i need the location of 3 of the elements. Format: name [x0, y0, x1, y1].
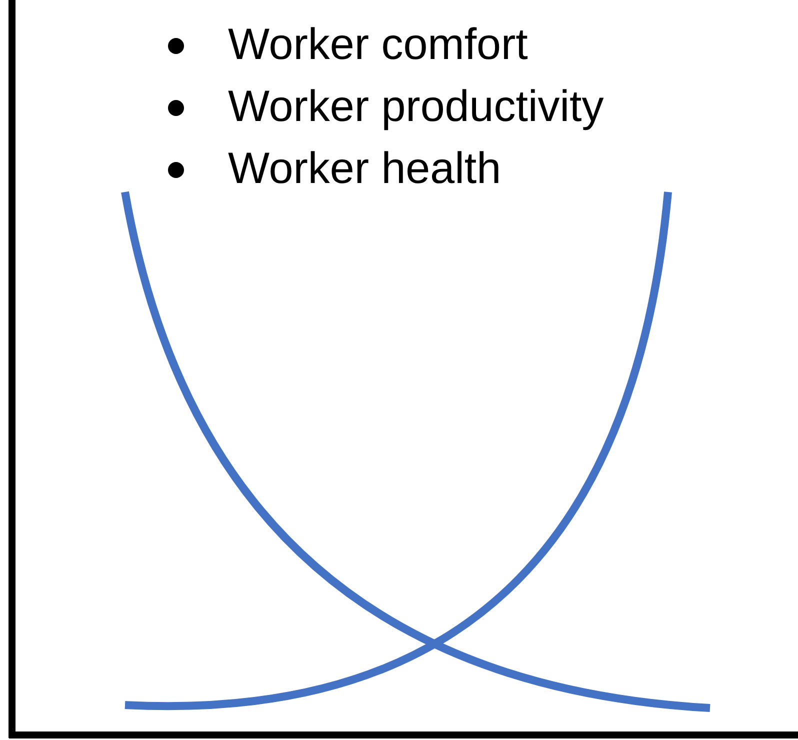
list-item-text: Worker comfort	[228, 20, 528, 69]
list-item-text: Worker health	[228, 144, 502, 193]
list-item-text: Worker productivity	[228, 82, 604, 131]
